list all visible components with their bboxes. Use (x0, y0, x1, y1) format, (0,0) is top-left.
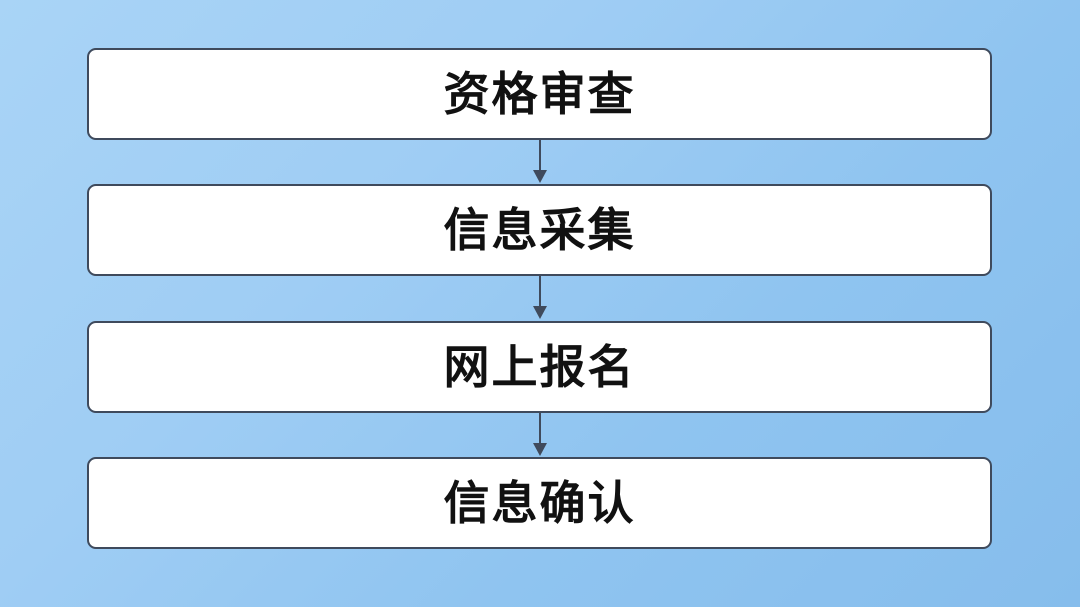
down-arrow-icon (533, 140, 547, 183)
step-box-online-registration: 网上报名 (87, 321, 992, 413)
step-box-information-confirmation: 信息确认 (87, 457, 992, 549)
step-label: 信息确认 (443, 476, 636, 530)
step-label: 网上报名 (443, 340, 636, 394)
step-label: 信息采集 (443, 203, 636, 257)
down-arrow-icon (533, 276, 547, 319)
step-label: 资格审查 (443, 67, 636, 121)
step-box-information-collection: 信息采集 (87, 184, 992, 276)
down-arrow-icon (533, 413, 547, 456)
step-box-qualification-review: 资格审查 (87, 48, 992, 140)
